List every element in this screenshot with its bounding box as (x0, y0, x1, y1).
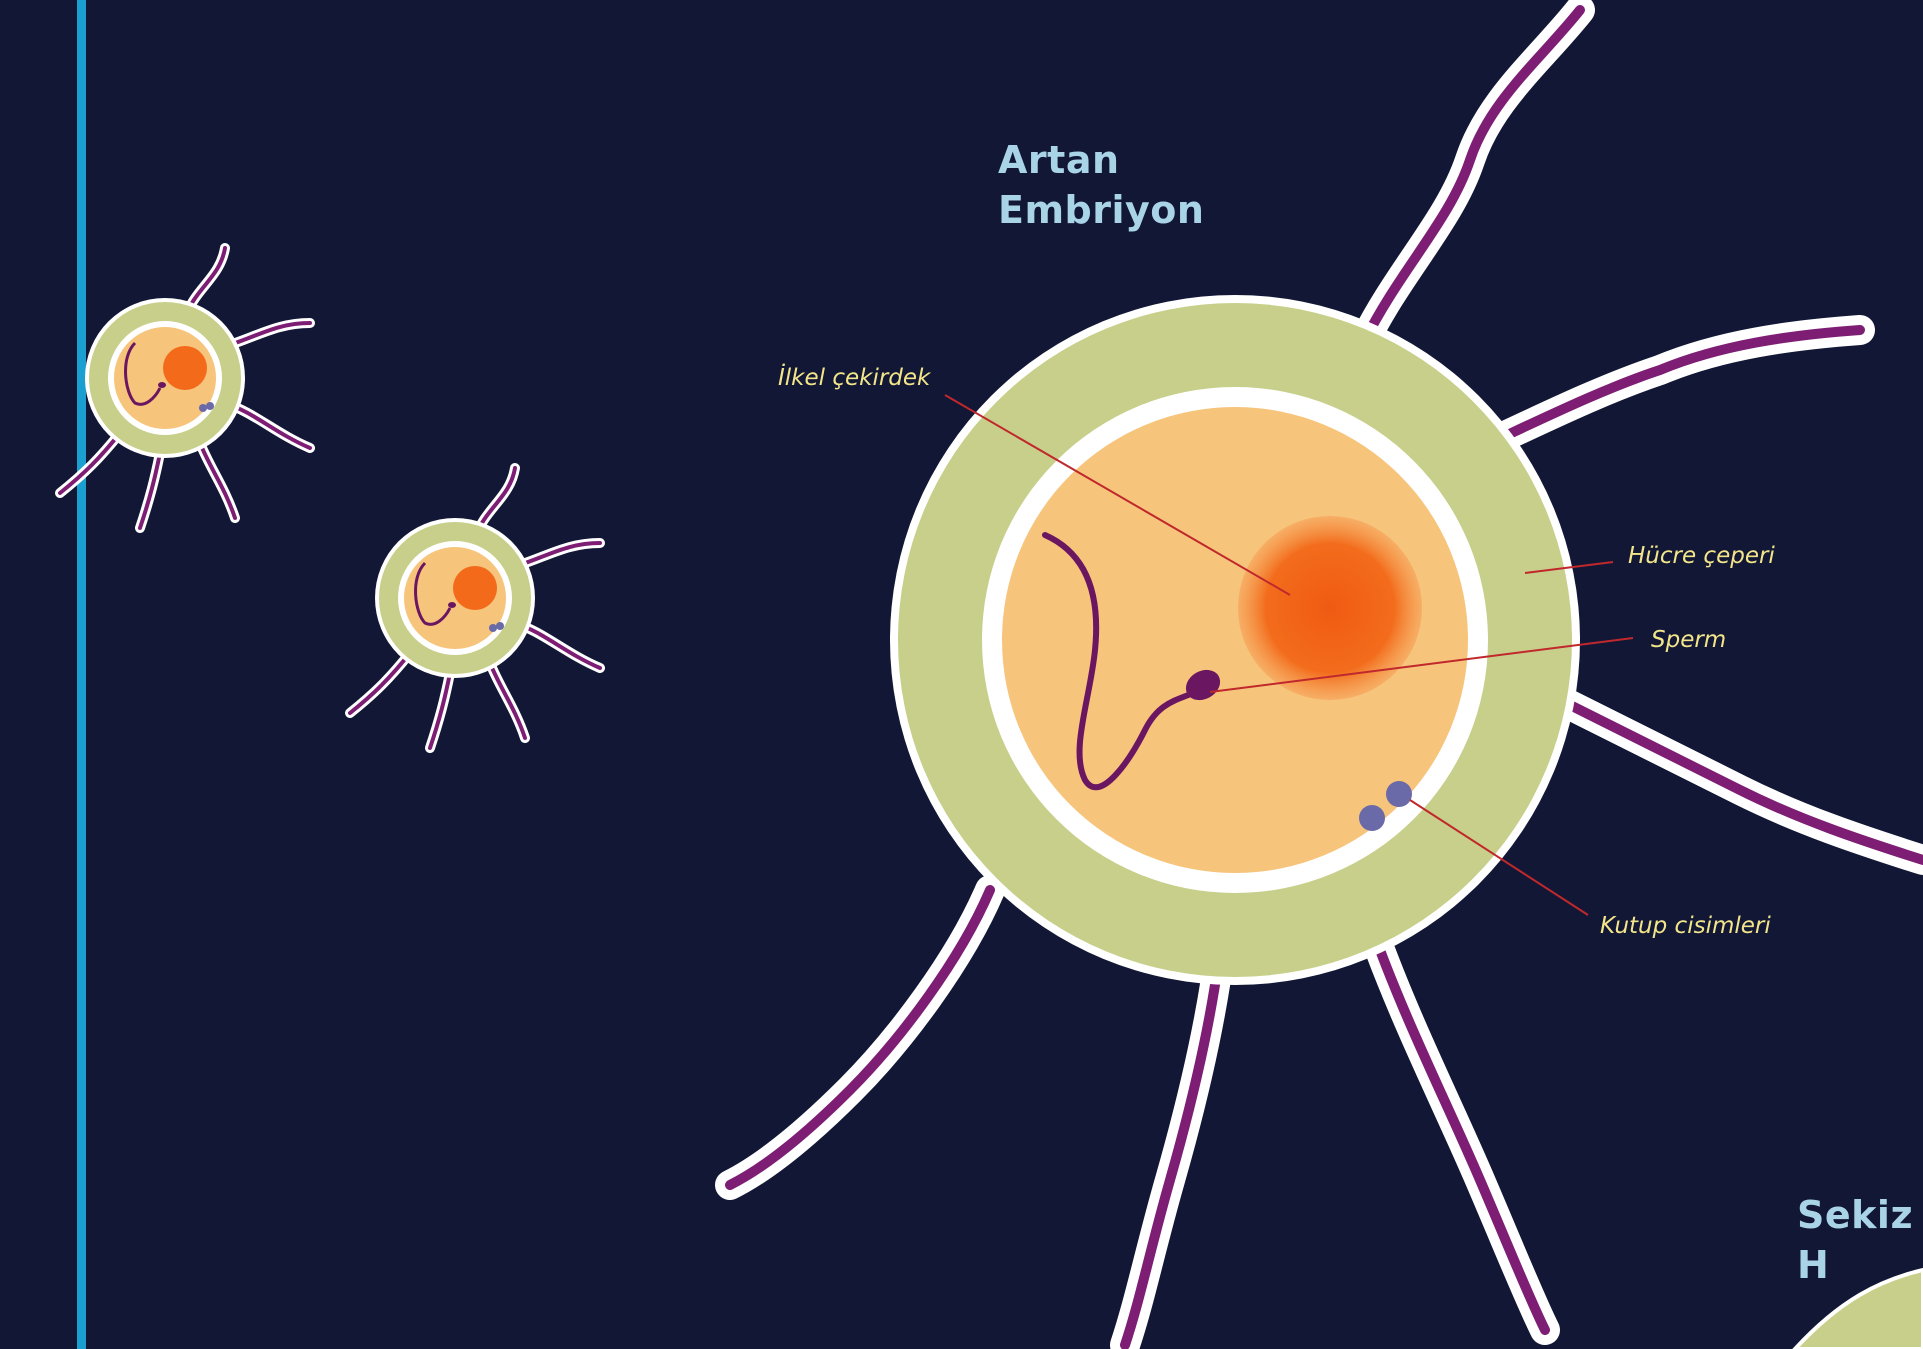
heading-line-2: Embriyon (998, 185, 1204, 235)
label-ilkel-cekirdek: İlkel çekirdek (778, 365, 930, 391)
label-sperm: Sperm (1651, 627, 1726, 653)
large-embryo (890, 295, 1580, 985)
heading-line-1: Artan (998, 135, 1204, 185)
polar-body-1 (1359, 805, 1385, 831)
pronucleus (1238, 516, 1422, 700)
label-hucre-ceperi: Hücre çeperi (1628, 543, 1775, 569)
small-embryo-1 (60, 248, 310, 528)
polar-body-2 (1386, 781, 1412, 807)
heading-sekiz: Sekiz H (1797, 1190, 1923, 1290)
small-embryo-2 (350, 468, 600, 748)
heading-artan-embriyon: Artan Embriyon (998, 135, 1204, 235)
label-kutup-cisimleri: Kutup cisimleri (1600, 913, 1771, 939)
heading-sekiz-text: Sekiz H (1797, 1190, 1923, 1290)
